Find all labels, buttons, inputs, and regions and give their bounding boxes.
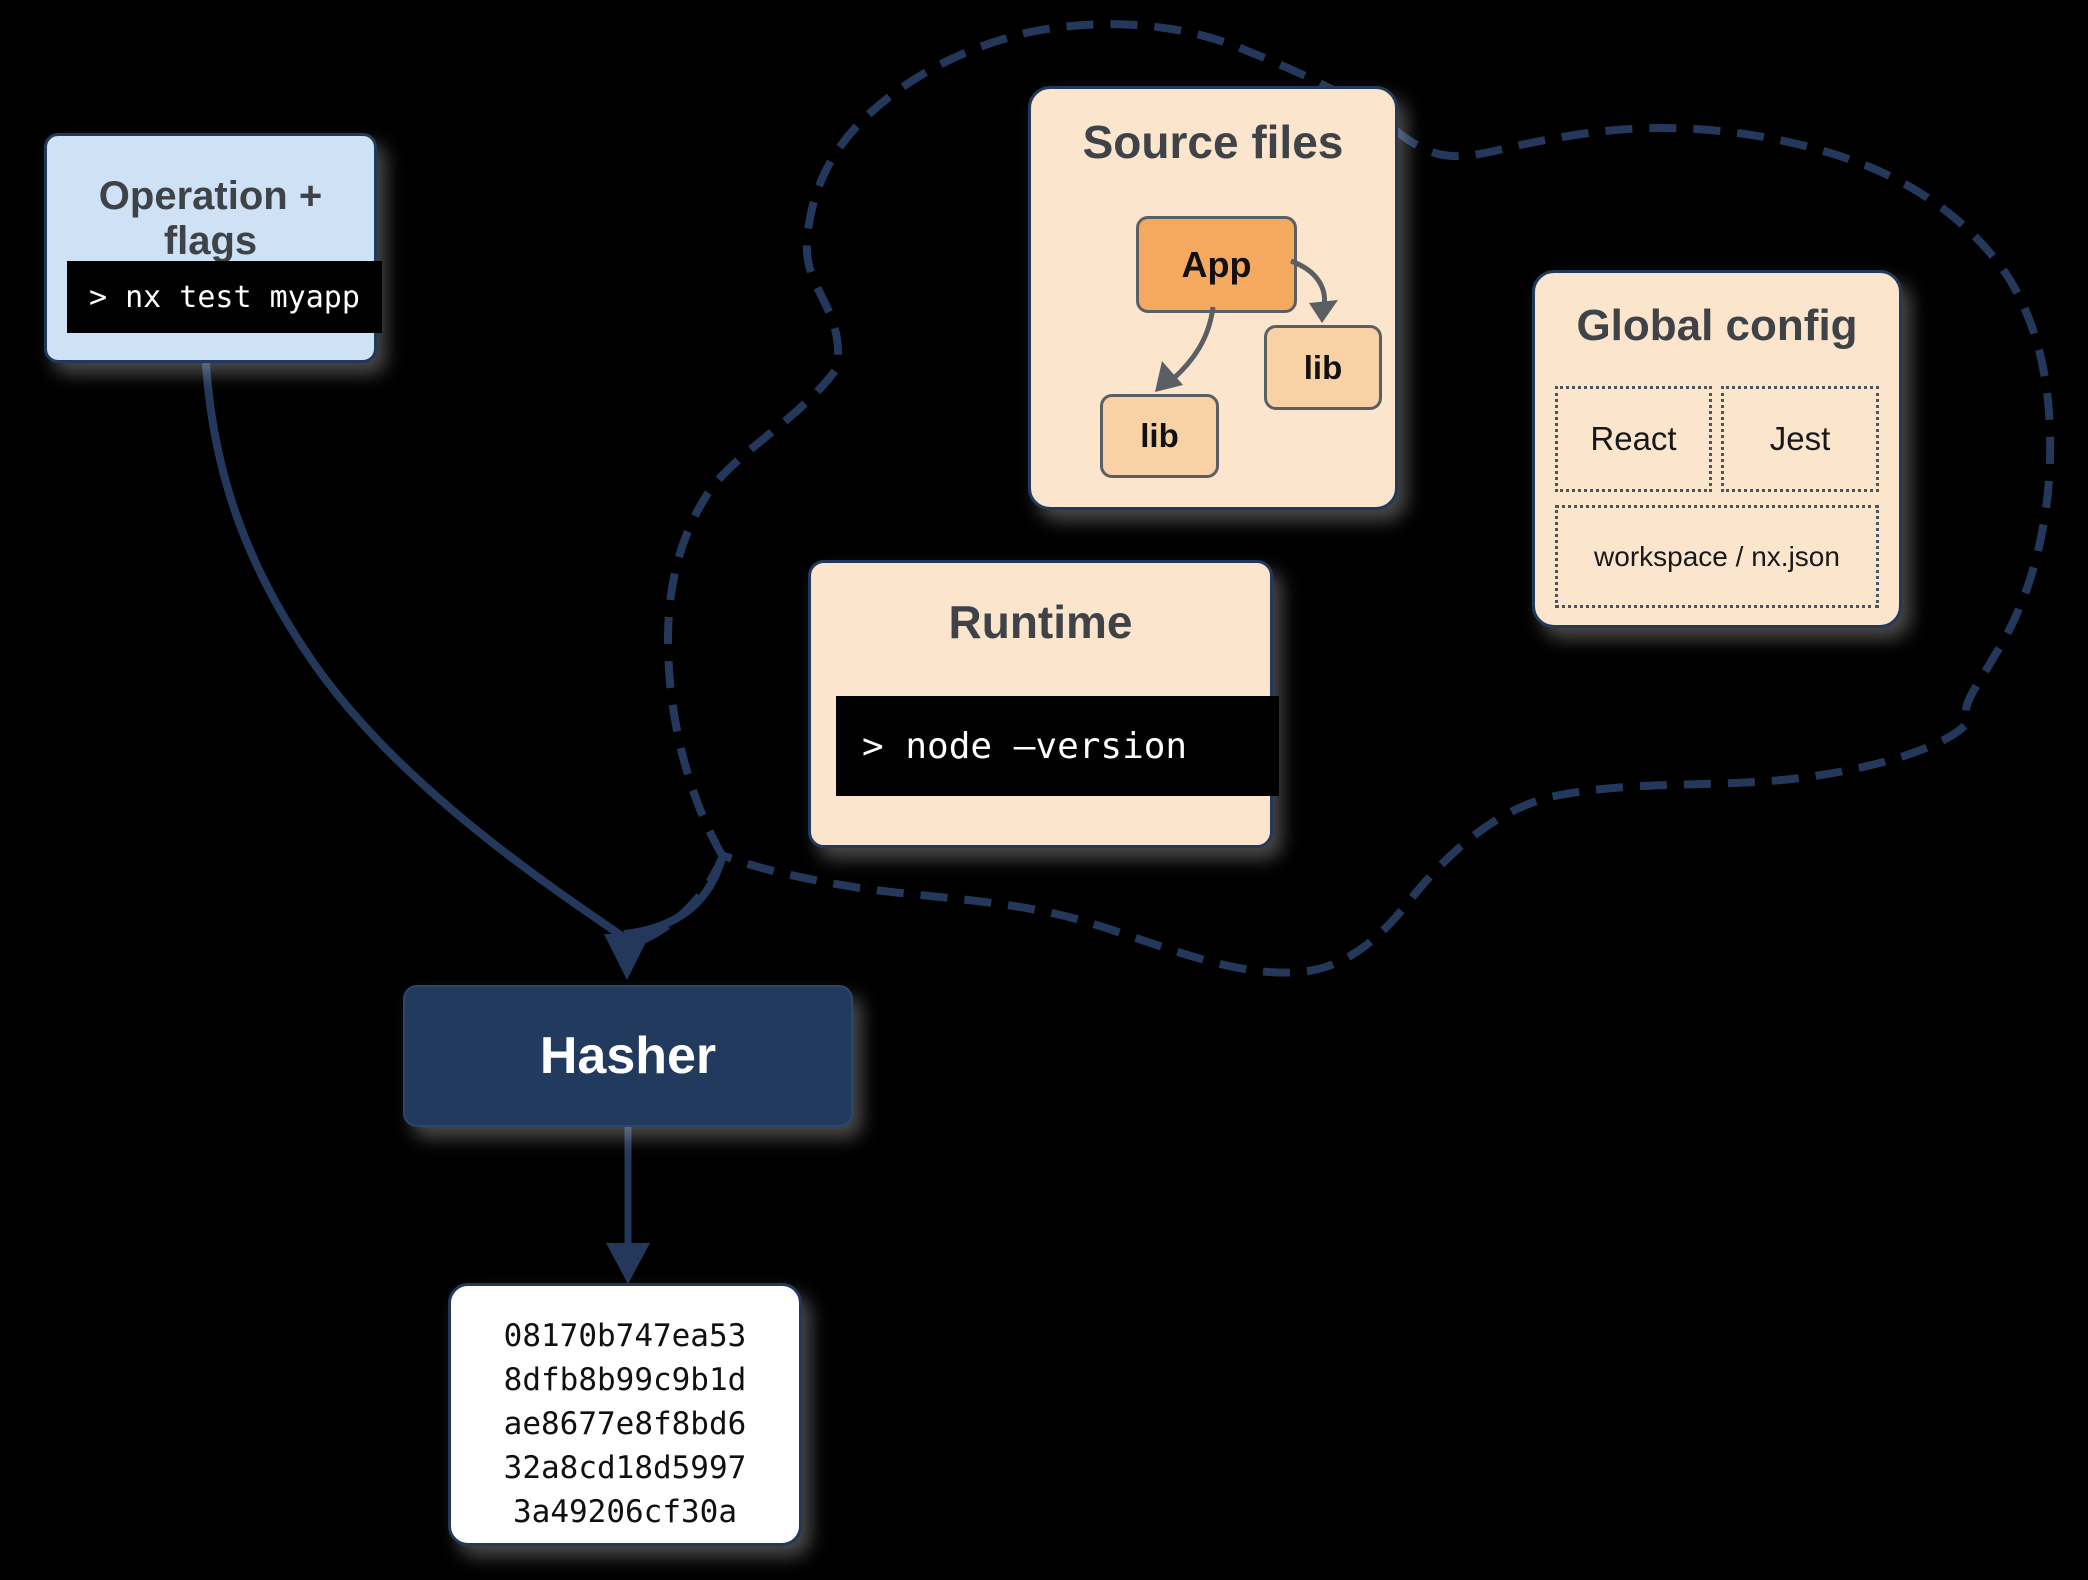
operation-flags-title: Operation + flags xyxy=(98,174,323,263)
global-config-title: Global config xyxy=(1576,301,1858,350)
arrow-cloud-to-hasher xyxy=(623,856,726,938)
config-item-react: React xyxy=(1555,386,1712,492)
app-node: App xyxy=(1136,216,1297,313)
operation-command-text: > nx test myapp xyxy=(89,279,360,315)
lib-node-left-label: lib xyxy=(1140,417,1179,454)
global-config-box: Global config React Jest workspace / nx.… xyxy=(1532,270,1902,628)
lib-node-right-label: lib xyxy=(1303,348,1343,386)
hash-line: 08170b747ea53 xyxy=(503,1318,747,1354)
operation-flags-box: Operation + flags > nx test myapp xyxy=(44,133,382,363)
runtime-terminal: > node –version xyxy=(836,696,1279,796)
arrow-app-to-lib-left xyxy=(1171,306,1216,381)
config-item-workspace-label: workspace / nx.json xyxy=(1594,540,1840,572)
hash-line: 8dfb8b99c9b1d xyxy=(503,1362,747,1398)
source-files-box: Source files App lib lib xyxy=(1028,86,1398,510)
hash-line: 32a8cd18d5997 xyxy=(503,1450,747,1486)
lib-node-left: lib xyxy=(1100,394,1219,478)
hash-line: 3a49206cf30a xyxy=(513,1494,737,1530)
runtime-command-text: > node –version xyxy=(862,725,1188,767)
lib-node-right: lib xyxy=(1264,325,1382,410)
operation-terminal: > nx test myapp xyxy=(67,261,382,333)
arrowhead-lib-right xyxy=(1309,300,1338,323)
app-node-label: App xyxy=(1181,243,1252,285)
arrow-operation-to-hasher xyxy=(202,362,625,940)
config-item-jest-label: Jest xyxy=(1769,420,1831,457)
config-item-jest: Jest xyxy=(1721,386,1879,492)
config-item-workspace: workspace / nx.json xyxy=(1555,505,1879,608)
hash-line: ae8677e8f8bd6 xyxy=(503,1406,747,1442)
arrowhead-lib-left xyxy=(1155,361,1183,392)
hash-output-box: 08170b747ea53 8dfb8b99c9b1d ae8677e8f8bd… xyxy=(448,1283,802,1546)
arrowhead-into-hash xyxy=(606,1243,650,1284)
hasher-box: Hasher xyxy=(403,985,853,1127)
hasher-label: Hasher xyxy=(539,1027,717,1085)
runtime-box: Runtime > node –version xyxy=(808,560,1279,848)
config-item-react-label: React xyxy=(1590,420,1677,457)
runtime-title: Runtime xyxy=(948,596,1133,648)
source-files-title: Source files xyxy=(1082,116,1344,168)
arrowhead-into-hasher xyxy=(604,934,650,980)
cloud-outline xyxy=(663,20,2055,977)
source-files-arrows xyxy=(1155,258,1338,392)
arrow-app-to-lib-right xyxy=(1290,258,1328,308)
